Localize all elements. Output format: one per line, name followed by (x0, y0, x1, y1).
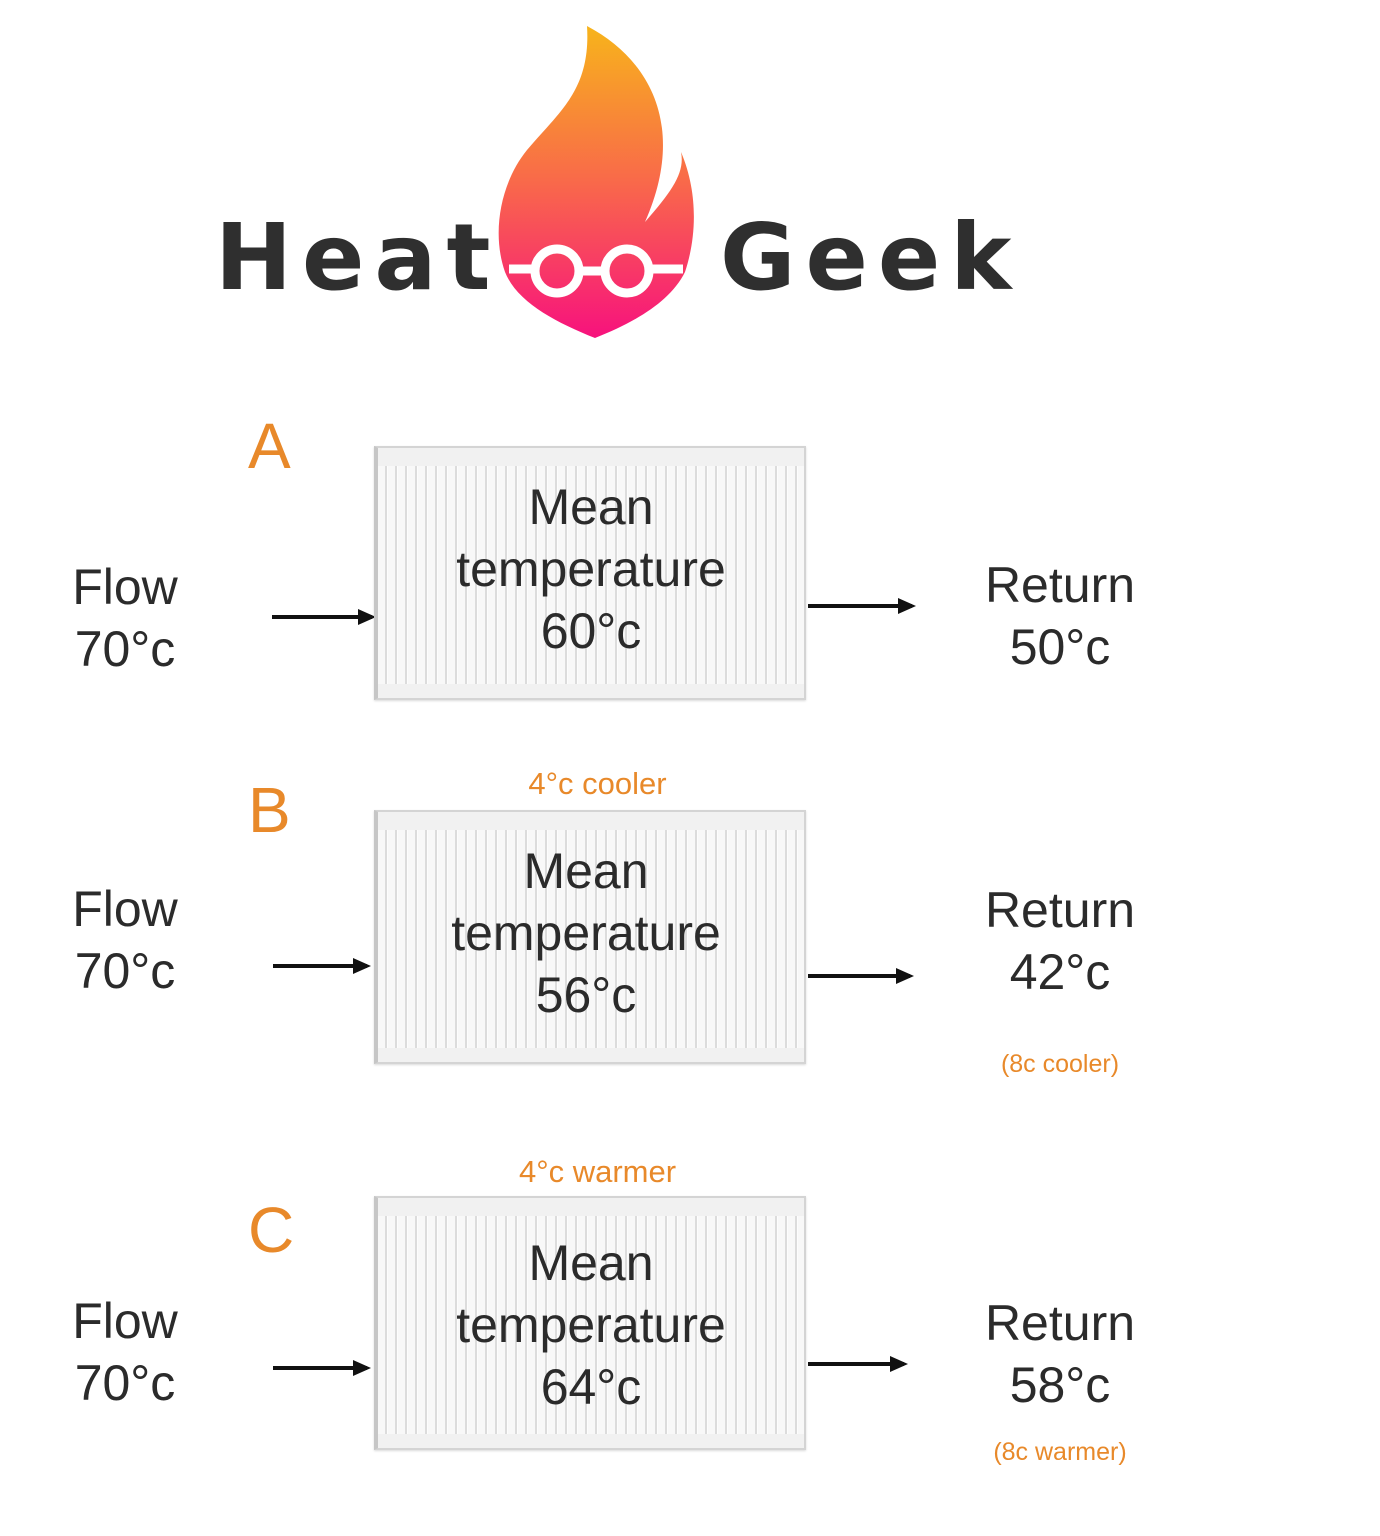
return-change-note: (8c cooler) (1000, 1050, 1120, 1078)
return-label: Return 50°c (960, 554, 1160, 678)
flow-label-text: Flow (72, 881, 178, 937)
mean-temperature-label: Mean temperature 64°c (378, 1232, 804, 1418)
flow-arrow (273, 1360, 371, 1376)
return-label-text: Return (984, 1295, 1136, 1351)
return-label: Return 58°c (960, 1292, 1160, 1416)
flow-temp: 70°c (74, 1355, 176, 1411)
radiator: Mean temperature 56°c (374, 810, 806, 1064)
mean-temperature-label: Mean temperature 60°c (378, 476, 804, 662)
mean-line-1: Mean (528, 1235, 654, 1291)
return-arrow (808, 968, 914, 984)
mean-temp: 56°c (535, 967, 637, 1023)
flow-label: Flow 70°c (40, 878, 210, 1002)
mean-line-2: temperature (456, 1297, 726, 1353)
return-label: Return 42°c (960, 879, 1160, 1003)
return-temp: 42°c (1009, 944, 1111, 1000)
scenario-letter: A (248, 410, 291, 482)
scenario-letter: B (248, 774, 291, 846)
flow-temp: 70°c (74, 943, 176, 999)
mean-line-2: temperature (456, 541, 726, 597)
return-label-text: Return (984, 557, 1136, 613)
logo-word-geek: Geek (720, 204, 1022, 311)
return-arrow (808, 1356, 908, 1372)
return-temp: 50°c (1009, 619, 1111, 675)
flow-label: Flow 70°c (40, 556, 210, 680)
mean-temp: 60°c (540, 603, 642, 659)
mean-temperature-label: Mean temperature 56°c (368, 840, 804, 1026)
radiator: Mean temperature 60°c (374, 446, 806, 700)
flow-arrow (273, 958, 371, 974)
mean-line-1: Mean (523, 843, 649, 899)
mean-change-note: 4°c cooler (528, 766, 667, 801)
flow-arrow (272, 609, 376, 625)
return-arrow (808, 598, 916, 614)
scenario-letter: C (248, 1194, 295, 1266)
flow-temp: 70°c (74, 621, 176, 677)
mean-change-note: 4°c warmer (518, 1154, 677, 1189)
return-change-note: (8c warmer) (993, 1438, 1127, 1466)
flame-with-glasses-icon (498, 26, 694, 338)
mean-line-2: temperature (451, 905, 721, 961)
logo-word-heat: Heat (215, 204, 501, 311)
flow-label: Flow 70°c (40, 1290, 210, 1414)
flow-label-text: Flow (72, 559, 178, 615)
mean-temp: 64°c (540, 1359, 642, 1415)
radiator: Mean temperature 64°c (374, 1196, 806, 1450)
mean-line-1: Mean (528, 479, 654, 535)
return-temp: 58°c (1009, 1357, 1111, 1413)
return-label-text: Return (984, 882, 1136, 938)
flow-label-text: Flow (72, 1293, 178, 1349)
